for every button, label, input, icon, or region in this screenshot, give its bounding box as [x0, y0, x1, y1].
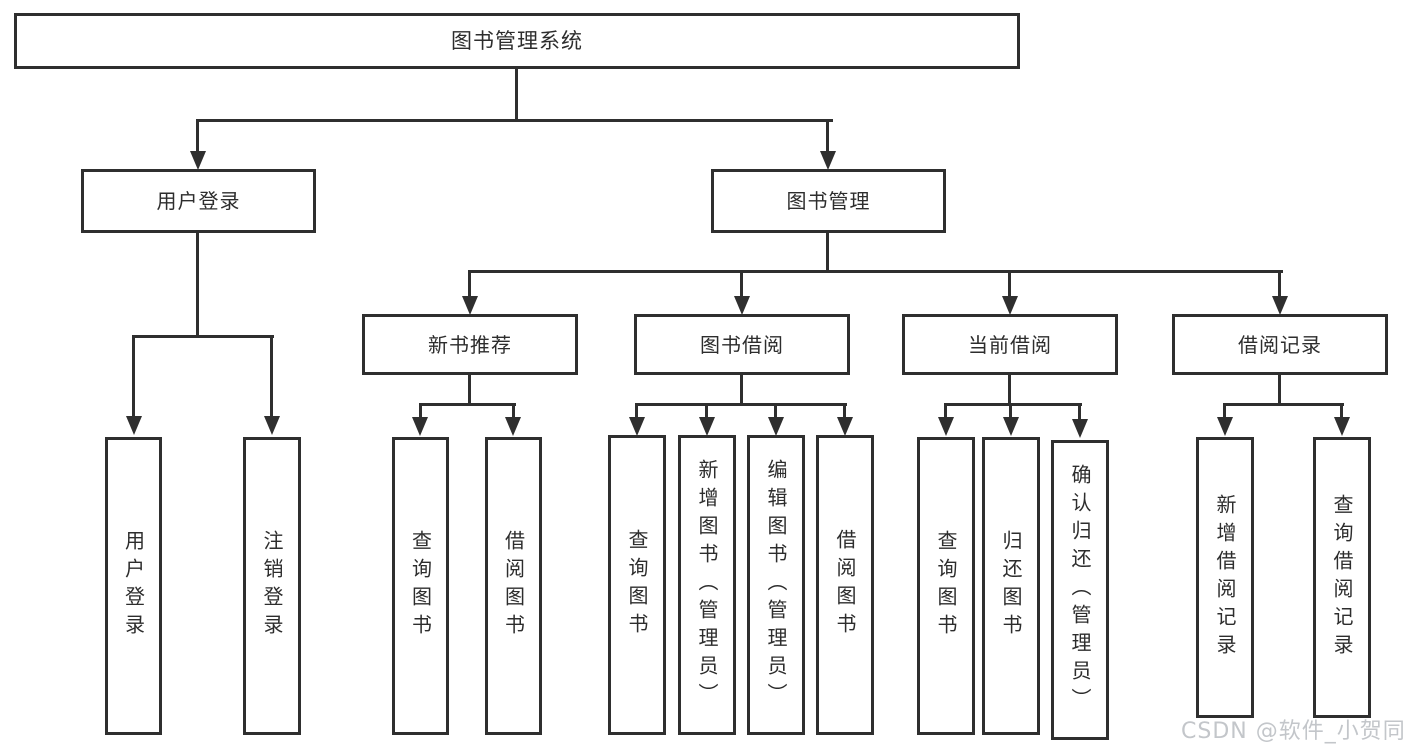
connector-line — [774, 403, 777, 419]
arrow-down-icon — [938, 417, 954, 436]
node-library-management-system: 图书管理系统 — [14, 13, 1020, 69]
node-label: 查询图书 — [934, 530, 958, 642]
arrow-down-icon — [820, 151, 836, 170]
connector-line — [1008, 270, 1011, 297]
arrow-down-icon — [412, 417, 428, 436]
arrow-down-icon — [1272, 296, 1288, 315]
arrow-down-icon — [699, 417, 715, 436]
arrow-down-icon — [1334, 417, 1350, 436]
node-label: 当前借阅 — [968, 332, 1052, 357]
arrow-down-icon — [1002, 296, 1018, 315]
node-label: 新书推荐 — [428, 332, 512, 357]
leaf-edit-books-admin: 编辑图书（管理员） — [747, 435, 805, 735]
connector-line — [1009, 403, 1012, 419]
connector-line — [468, 270, 1283, 273]
leaf-query-borrow-record: 查询借阅记录 — [1313, 437, 1371, 718]
leaf-borrow-books: 借阅图书 — [816, 435, 874, 735]
arrow-down-icon — [462, 296, 478, 315]
node-label: 借阅记录 — [1238, 332, 1322, 357]
connector-line — [1223, 403, 1226, 419]
node-label: 借阅图书 — [501, 530, 526, 642]
connector-line — [635, 403, 638, 419]
node-label: 归还图书 — [999, 530, 1023, 642]
leaf-borrow-books: 借阅图书 — [485, 437, 542, 735]
connector-line — [826, 233, 829, 272]
connector-line — [1278, 270, 1281, 297]
node-current-borrowing: 当前借阅 — [902, 314, 1118, 375]
node-label: 查询图书 — [625, 529, 649, 641]
leaf-query-books: 查询图书 — [608, 435, 666, 735]
node-label: 图书管理 — [786, 189, 871, 213]
node-label: 查询借阅记录 — [1330, 493, 1354, 662]
leaf-query-books: 查询图书 — [917, 437, 975, 735]
arrow-down-icon — [1217, 417, 1233, 436]
node-label: 用户登录 — [156, 189, 241, 213]
node-book-management: 图书管理 — [711, 169, 946, 233]
node-new-book-recommendation: 新书推荐 — [362, 314, 578, 375]
arrow-down-icon — [505, 417, 521, 436]
leaf-user-login: 用户登录 — [105, 437, 162, 735]
node-book-borrowing: 图书借阅 — [634, 314, 850, 375]
leaf-add-books-admin: 新增图书（管理员） — [678, 435, 736, 735]
node-label: 注销登录 — [260, 530, 284, 642]
connector-line — [196, 233, 199, 337]
arrow-down-icon — [264, 416, 280, 435]
arrow-down-icon — [126, 416, 142, 435]
leaf-logout: 注销登录 — [243, 437, 301, 735]
node-label: 确认归还（管理员） — [1068, 464, 1092, 716]
node-label: 查询图书 — [408, 530, 433, 642]
connector-line — [1340, 403, 1343, 419]
node-label: 用户登录 — [121, 530, 146, 642]
connector-line — [635, 403, 847, 406]
node-label: 新增图书（管理员） — [695, 459, 719, 711]
connector-line — [826, 119, 829, 154]
connector-line — [270, 335, 273, 417]
connector-line — [1008, 375, 1011, 405]
leaf-confirm-return-admin: 确认归还（管理员） — [1051, 440, 1109, 740]
leaf-add-borrow-record: 新增借阅记录 — [1196, 437, 1254, 718]
connector-line — [843, 403, 846, 419]
node-user-login: 用户登录 — [81, 169, 316, 233]
arrow-down-icon — [629, 417, 645, 436]
connector-line — [515, 69, 518, 121]
connector-line — [133, 335, 274, 338]
node-label: 图书借阅 — [700, 332, 784, 357]
leaf-return-books: 归还图书 — [982, 437, 1040, 735]
connector-line — [132, 335, 135, 417]
connector-line — [705, 403, 708, 419]
leaf-query-books: 查询图书 — [392, 437, 449, 735]
arrow-down-icon — [768, 417, 784, 436]
connector-line — [468, 270, 471, 297]
connector-line — [1278, 375, 1281, 405]
arrow-down-icon — [1072, 419, 1088, 438]
connector-line — [512, 403, 515, 419]
arrow-down-icon — [1003, 417, 1019, 436]
connector-line — [196, 119, 833, 122]
connector-line — [944, 403, 947, 419]
connector-line — [1223, 403, 1344, 406]
arrow-down-icon — [734, 296, 750, 315]
csdn-watermark: CSDN @软件_小贺同学 — [1181, 719, 1405, 744]
arrow-down-icon — [837, 417, 853, 436]
connector-line — [944, 403, 1082, 406]
connector-line — [419, 403, 516, 406]
connector-line — [740, 375, 743, 405]
connector-line — [1078, 403, 1081, 419]
arrow-down-icon — [190, 151, 206, 170]
node-label: 编辑图书（管理员） — [764, 459, 788, 711]
node-label: 新增借阅记录 — [1213, 493, 1237, 662]
connector-line — [468, 375, 471, 405]
node-borrowing-records: 借阅记录 — [1172, 314, 1388, 375]
connector-line — [740, 270, 743, 297]
connector-line — [419, 403, 422, 419]
node-label: 借阅图书 — [833, 529, 857, 641]
connector-line — [196, 119, 199, 154]
node-label: 图书管理系统 — [451, 28, 583, 53]
